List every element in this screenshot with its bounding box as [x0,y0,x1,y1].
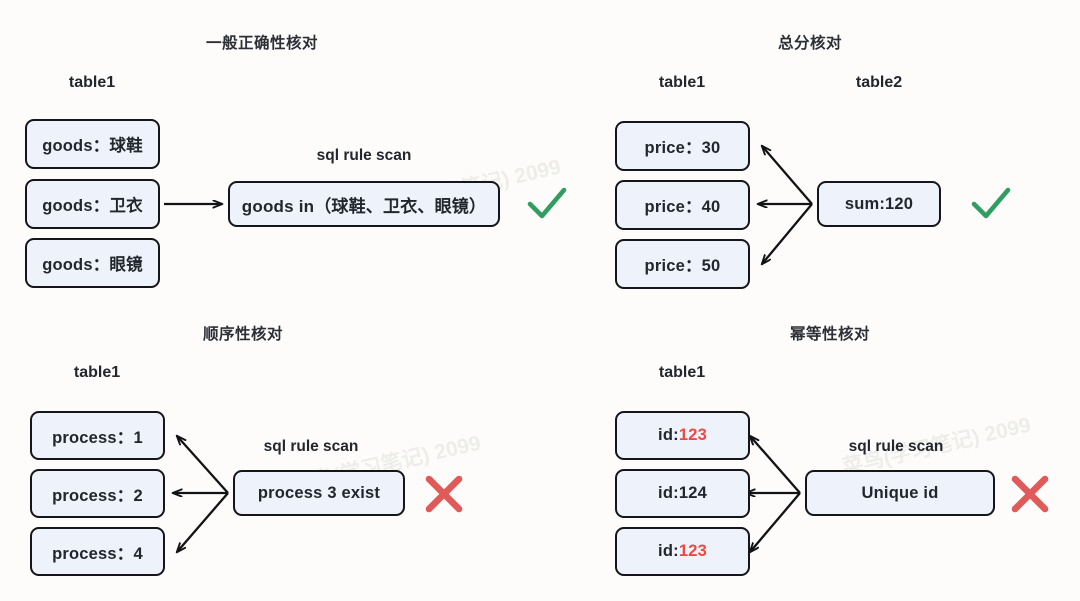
cross-mark-icon [1011,475,1049,513]
id-prefix: id: [658,484,679,502]
data-row-box[interactable]: id:123 [615,527,750,576]
arrow-fan-idempotency [746,436,801,552]
data-row-box[interactable]: process：2 [30,469,165,518]
rule-label-ordering: sql rule scan [263,438,359,455]
data-row-box[interactable]: process：4 [30,527,165,576]
data-row-box[interactable]: price：40 [615,180,750,230]
panel-title-idempotency: 幂等性核对 [789,326,871,343]
check-mark-icon [527,187,567,219]
rule-box-ordering[interactable]: process 3 exist [233,470,405,516]
table-label-idempotency: table1 [658,364,706,381]
cross-mark-icon [425,475,463,513]
id-prefix: id: [658,542,679,560]
panel-title-ordering: 顺序性核对 [202,326,284,343]
rule-box-total-sum[interactable]: sum:120 [817,181,941,227]
table-label-total-sum-table2: table2 [855,74,903,91]
data-row-box[interactable]: id:124 [615,469,750,518]
arrow-fan-total-sum [758,146,813,264]
arrow-fan-ordering [173,436,229,552]
table-label-correctness: table1 [68,74,116,91]
data-row-box[interactable]: goods：卫衣 [25,179,160,229]
id-value: 123 [678,542,707,560]
data-row-box[interactable]: goods：球鞋 [25,119,160,169]
data-row-box[interactable]: price：30 [615,121,750,171]
panel-title-total-sum: 总分核对 [777,35,843,52]
table-label-ordering: table1 [73,364,121,381]
rule-box-idempotency[interactable]: Unique id [805,470,995,516]
id-prefix: id: [658,426,679,444]
data-row-box[interactable]: id:123 [615,411,750,460]
rule-label-correctness: sql rule scan [316,147,412,164]
data-row-box[interactable]: price：50 [615,239,750,289]
table-label-total-sum-table1: table1 [658,74,706,91]
id-value: 124 [678,484,707,502]
rule-box-correctness[interactable]: goods in（球鞋、卫衣、眼镜） [228,181,500,227]
data-row-box[interactable]: process：1 [30,411,165,460]
check-mark-icon [971,187,1011,219]
panel-title-correctness: 一般正确性核对 [205,35,319,52]
data-row-box[interactable]: goods：眼镜 [25,238,160,288]
rule-label-idempotency: sql rule scan [848,438,944,455]
id-value: 123 [678,426,707,444]
